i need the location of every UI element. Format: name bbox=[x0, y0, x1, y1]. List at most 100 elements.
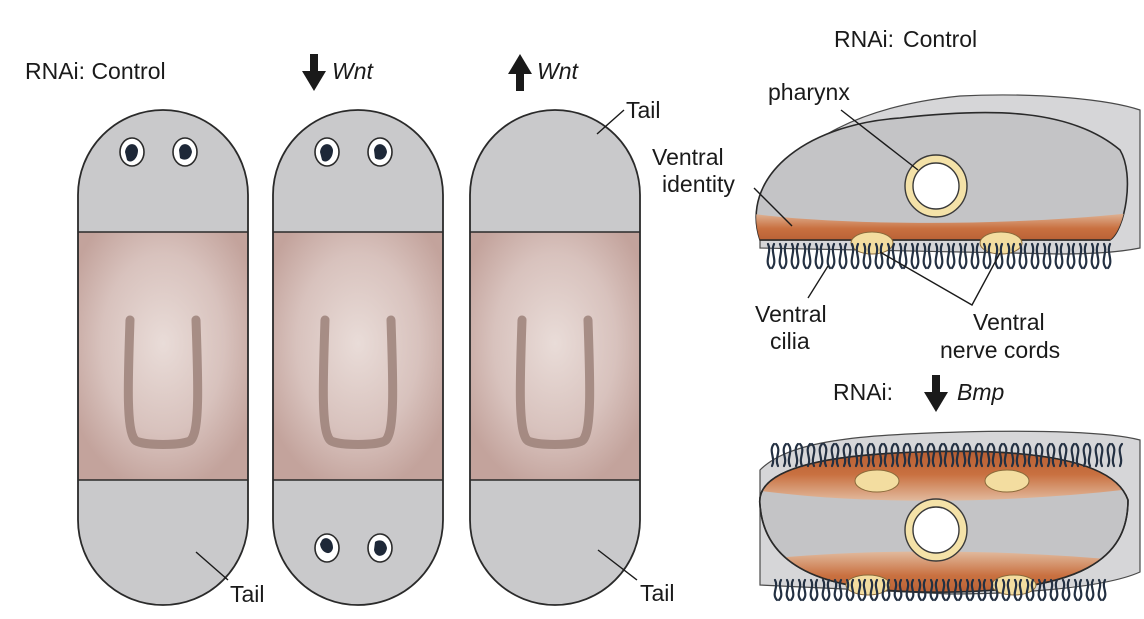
worm-control bbox=[78, 110, 248, 605]
label-rnai-control-right: RNAi: Control bbox=[834, 26, 977, 52]
cilium bbox=[1092, 244, 1094, 268]
leader-ventral-cilia bbox=[808, 266, 828, 298]
label-rnai-bmp-prefix: RNAi: bbox=[833, 379, 893, 405]
control-word: Control bbox=[903, 26, 977, 52]
leader-nerve-cords bbox=[880, 252, 1000, 305]
cilium bbox=[816, 244, 818, 268]
cilium bbox=[952, 244, 954, 268]
label-ventral-cilia-2: cilia bbox=[770, 328, 810, 354]
cilium bbox=[779, 580, 781, 600]
cilium bbox=[780, 244, 782, 268]
cilium bbox=[936, 244, 938, 268]
cilium bbox=[916, 244, 918, 268]
label-nerve-cords-2: nerve cords bbox=[940, 337, 1060, 363]
worm-wnt-down bbox=[273, 110, 443, 605]
label-ventral-identity-1: Ventral bbox=[652, 144, 724, 170]
cilium bbox=[1032, 244, 1034, 268]
cilium bbox=[1048, 244, 1050, 268]
cilium bbox=[1072, 244, 1074, 268]
cilium bbox=[1012, 244, 1014, 268]
cilium bbox=[768, 244, 770, 268]
cilium bbox=[892, 244, 894, 268]
cilium bbox=[772, 444, 774, 466]
cilium bbox=[1087, 580, 1089, 600]
cilium bbox=[776, 444, 778, 466]
cilium bbox=[1091, 580, 1093, 600]
cilium bbox=[1063, 580, 1065, 600]
worm-wnt-up bbox=[470, 110, 640, 605]
rnai-prefix: RNAi: bbox=[834, 26, 894, 52]
cilium bbox=[924, 244, 926, 268]
cilium bbox=[928, 244, 930, 268]
label-tail-top: Tail bbox=[626, 97, 661, 123]
label-nerve-cords-1: Ventral bbox=[973, 309, 1045, 335]
cilium bbox=[1036, 244, 1038, 268]
cilium bbox=[808, 244, 810, 268]
cilium bbox=[1104, 244, 1106, 268]
cilium bbox=[1108, 244, 1110, 268]
cilium bbox=[796, 244, 798, 268]
label-wnt-up: Wnt bbox=[537, 58, 580, 84]
cilium bbox=[840, 244, 842, 268]
cilium bbox=[948, 244, 950, 268]
down-arrow-icon bbox=[924, 375, 948, 412]
cilium bbox=[912, 244, 914, 268]
cilium bbox=[1056, 244, 1058, 268]
cilium bbox=[828, 244, 830, 268]
cilium bbox=[876, 244, 878, 268]
cilium bbox=[787, 580, 789, 600]
cilium bbox=[1060, 244, 1062, 268]
cilium bbox=[864, 244, 866, 268]
label-pharynx: pharynx bbox=[768, 79, 850, 105]
cilium bbox=[784, 244, 786, 268]
cilium bbox=[792, 244, 794, 268]
label-ventral-identity-2: identity bbox=[662, 171, 735, 197]
cilium bbox=[880, 244, 882, 268]
cilium bbox=[904, 244, 906, 268]
cilium bbox=[799, 580, 801, 600]
cilium bbox=[791, 580, 793, 600]
cilium bbox=[940, 244, 942, 268]
cilium bbox=[1008, 244, 1010, 268]
cilium bbox=[868, 244, 870, 268]
cilium bbox=[852, 244, 854, 268]
cilium bbox=[988, 244, 990, 268]
label-tail-bottom-3: Tail bbox=[640, 580, 675, 606]
cilium bbox=[960, 244, 962, 268]
label-tail-bottom-1: Tail bbox=[230, 581, 265, 607]
cilium bbox=[803, 580, 805, 600]
cilium bbox=[820, 244, 822, 268]
cilium bbox=[856, 244, 858, 268]
cilium bbox=[1024, 244, 1026, 268]
cilium bbox=[1080, 244, 1082, 268]
cilium bbox=[976, 244, 978, 268]
cilium bbox=[772, 244, 774, 268]
cilium bbox=[1099, 580, 1101, 600]
cilium bbox=[1051, 580, 1053, 600]
cilium bbox=[1068, 244, 1070, 268]
down-arrow-icon bbox=[302, 54, 326, 91]
label-wnt-down: Wnt bbox=[332, 58, 375, 84]
cilium bbox=[835, 580, 837, 600]
cross-section-bmp bbox=[740, 431, 1140, 600]
nerve-cord bbox=[855, 470, 899, 492]
cilium bbox=[964, 244, 966, 268]
cilium bbox=[1103, 580, 1105, 600]
label-bmp: Bmp bbox=[957, 379, 1005, 405]
cilium bbox=[972, 244, 974, 268]
cilium bbox=[839, 580, 841, 600]
cilium bbox=[1079, 580, 1081, 600]
cilium bbox=[1055, 580, 1057, 600]
cilium bbox=[804, 244, 806, 268]
cilium bbox=[823, 580, 825, 600]
cilium bbox=[844, 244, 846, 268]
cilium bbox=[1067, 580, 1069, 600]
label-ventral-cilia-1: Ventral bbox=[755, 301, 827, 327]
cilium bbox=[811, 580, 813, 600]
cilium bbox=[1020, 244, 1022, 268]
cilium bbox=[1096, 244, 1098, 268]
cilium bbox=[1084, 244, 1086, 268]
cilium bbox=[815, 580, 817, 600]
cilium bbox=[984, 244, 986, 268]
